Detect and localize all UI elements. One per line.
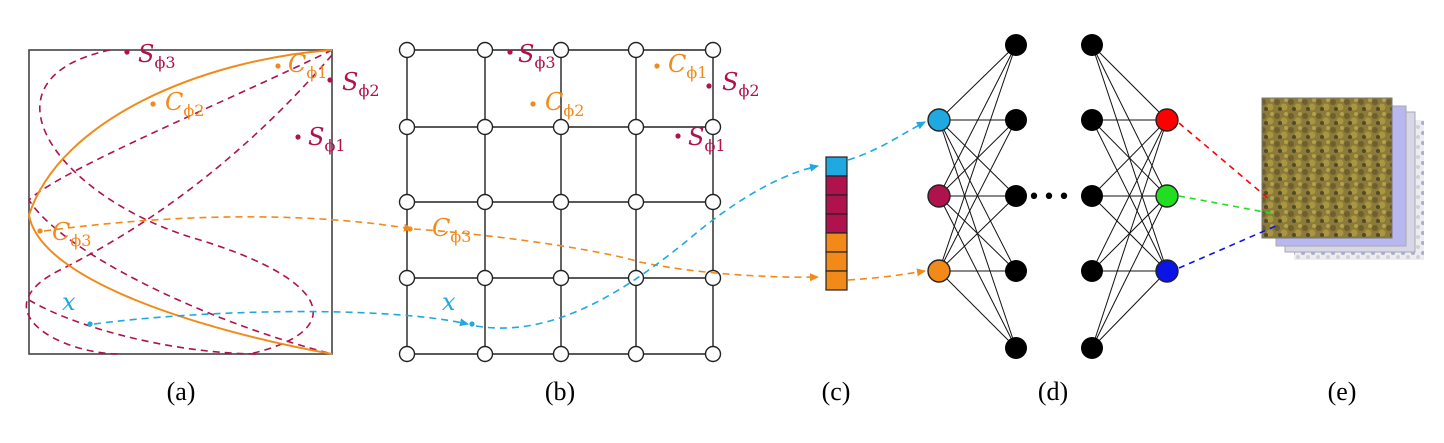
grid-node — [400, 120, 415, 135]
panel-e — [1262, 98, 1424, 260]
network-edge — [939, 45, 1016, 271]
hidden-node-layer2 — [1081, 337, 1103, 359]
grid-node — [706, 43, 721, 58]
hidden-node-layer1 — [1005, 260, 1027, 282]
point-s-phi3-a — [124, 49, 129, 54]
grid-node — [629, 120, 644, 135]
grid-node — [554, 271, 569, 286]
caption-c: (c) — [822, 377, 851, 406]
vector-cell-cyan — [826, 157, 847, 176]
point-c-phi1-a — [275, 63, 280, 68]
grid-node — [478, 43, 493, 58]
vector-cell-magenta — [826, 214, 847, 233]
grid-node — [629, 347, 644, 362]
grid-node — [554, 195, 569, 210]
caption-e: (e) — [1328, 377, 1357, 406]
vector-cell-magenta — [826, 195, 847, 214]
hidden-node-layer2 — [1081, 109, 1103, 131]
network-edge — [1092, 45, 1167, 120]
caption-b: (b) — [545, 377, 575, 406]
network-edge — [939, 45, 1016, 120]
label-c-phi2-b: Cϕ2 — [545, 88, 584, 120]
label-s-phi3-a: Sϕ3 — [138, 40, 176, 72]
point-s-phi3-b — [507, 49, 512, 54]
point-x-a — [87, 321, 92, 326]
grid-node — [400, 195, 415, 210]
vector-cell-orange — [826, 233, 847, 252]
point-s-phi2-a — [327, 77, 332, 82]
label-s-phi3-b: Sϕ3 — [518, 40, 556, 72]
label-x-a: x — [62, 288, 76, 316]
grid-node — [478, 271, 493, 286]
grid-node — [629, 195, 644, 210]
point-c-phi1-b — [654, 63, 659, 68]
network-edge — [1092, 271, 1167, 348]
label-c-phi3-a: Cϕ3 — [52, 218, 91, 250]
arrow-x-a-to-b — [94, 312, 468, 324]
point-s-phi1-a — [295, 134, 300, 139]
input-node-cyan — [928, 109, 950, 131]
hidden-node-layer2 — [1081, 34, 1103, 56]
grid-node — [554, 347, 569, 362]
input-node-orange — [928, 260, 950, 282]
output-node-blue — [1156, 260, 1178, 282]
caption-d: (d) — [1038, 377, 1068, 406]
point-c-phi2-b — [530, 101, 535, 106]
vector-cell-orange — [826, 252, 847, 271]
grid-node — [400, 43, 415, 58]
grid-node — [400, 347, 415, 362]
network-edge — [939, 271, 1016, 348]
label-c-phi1-a: Cϕ1 — [288, 50, 327, 82]
hidden-node-layer1 — [1005, 34, 1027, 56]
panel-b: Sϕ3 Cϕ1 Sϕ2 Cϕ2 Sϕ1 Cϕ3 x — [400, 40, 760, 362]
grid-node — [554, 120, 569, 135]
label-c-phi1-b: Cϕ1 — [668, 50, 707, 82]
point-x-b — [469, 321, 474, 326]
hidden-node-layer2 — [1081, 185, 1103, 207]
hidden-node-layer2 — [1081, 260, 1103, 282]
output-node-green — [1156, 185, 1178, 207]
hidden-node-layer1 — [1005, 185, 1027, 207]
output-red-link — [1179, 123, 1270, 200]
label-c-phi2-a: Cϕ2 — [165, 88, 204, 120]
point-c-phi3-a — [37, 228, 42, 233]
point-s-phi1-b — [675, 133, 680, 138]
hidden-node-layer1 — [1005, 337, 1027, 359]
arrow-c-phi3-a-to-b — [44, 217, 412, 231]
grid-node — [478, 120, 493, 135]
grid-node — [400, 271, 415, 286]
input-node-magenta — [928, 185, 950, 207]
grid-node — [706, 195, 721, 210]
panel-a: Sϕ3 Cϕ1 Sϕ2 Cϕ2 Sϕ1 Cϕ3 x — [26, 40, 379, 354]
network-edge — [1092, 120, 1167, 348]
hidden-node-layer1 — [1005, 109, 1027, 131]
point-s-phi2-b — [706, 83, 711, 88]
arrow-b-to-vector-cyan — [476, 166, 818, 328]
label-c-phi3-b: Cϕ3 — [432, 214, 471, 246]
vector-cell-magenta — [826, 176, 847, 195]
arrow-b-to-vector-orange — [414, 229, 818, 277]
feature-vector — [826, 157, 847, 290]
image-layer-1 — [1262, 98, 1392, 238]
grid-node — [629, 43, 644, 58]
caption-a: (a) — [167, 377, 196, 406]
vector-cell-orange — [826, 271, 847, 290]
arrow-vector-to-input-orange — [848, 271, 925, 280]
grid-node — [706, 120, 721, 135]
point-c-phi2-a — [150, 101, 155, 106]
output-node-red — [1156, 109, 1178, 131]
grid-node — [554, 43, 569, 58]
label-x-b: x — [442, 288, 456, 316]
grid-node — [706, 347, 721, 362]
grid-node — [478, 195, 493, 210]
label-s-phi2-a: Sϕ2 — [342, 68, 380, 100]
ellipsis-dots: ••• — [1028, 185, 1073, 210]
grid-node — [478, 347, 493, 362]
output-green-link — [1179, 196, 1275, 214]
label-s-phi1-a: Sϕ1 — [308, 123, 346, 155]
arrow-vector-to-input-cyan — [848, 122, 925, 160]
label-s-phi2-b: Sϕ2 — [722, 68, 760, 100]
output-blue-link — [1179, 225, 1278, 268]
